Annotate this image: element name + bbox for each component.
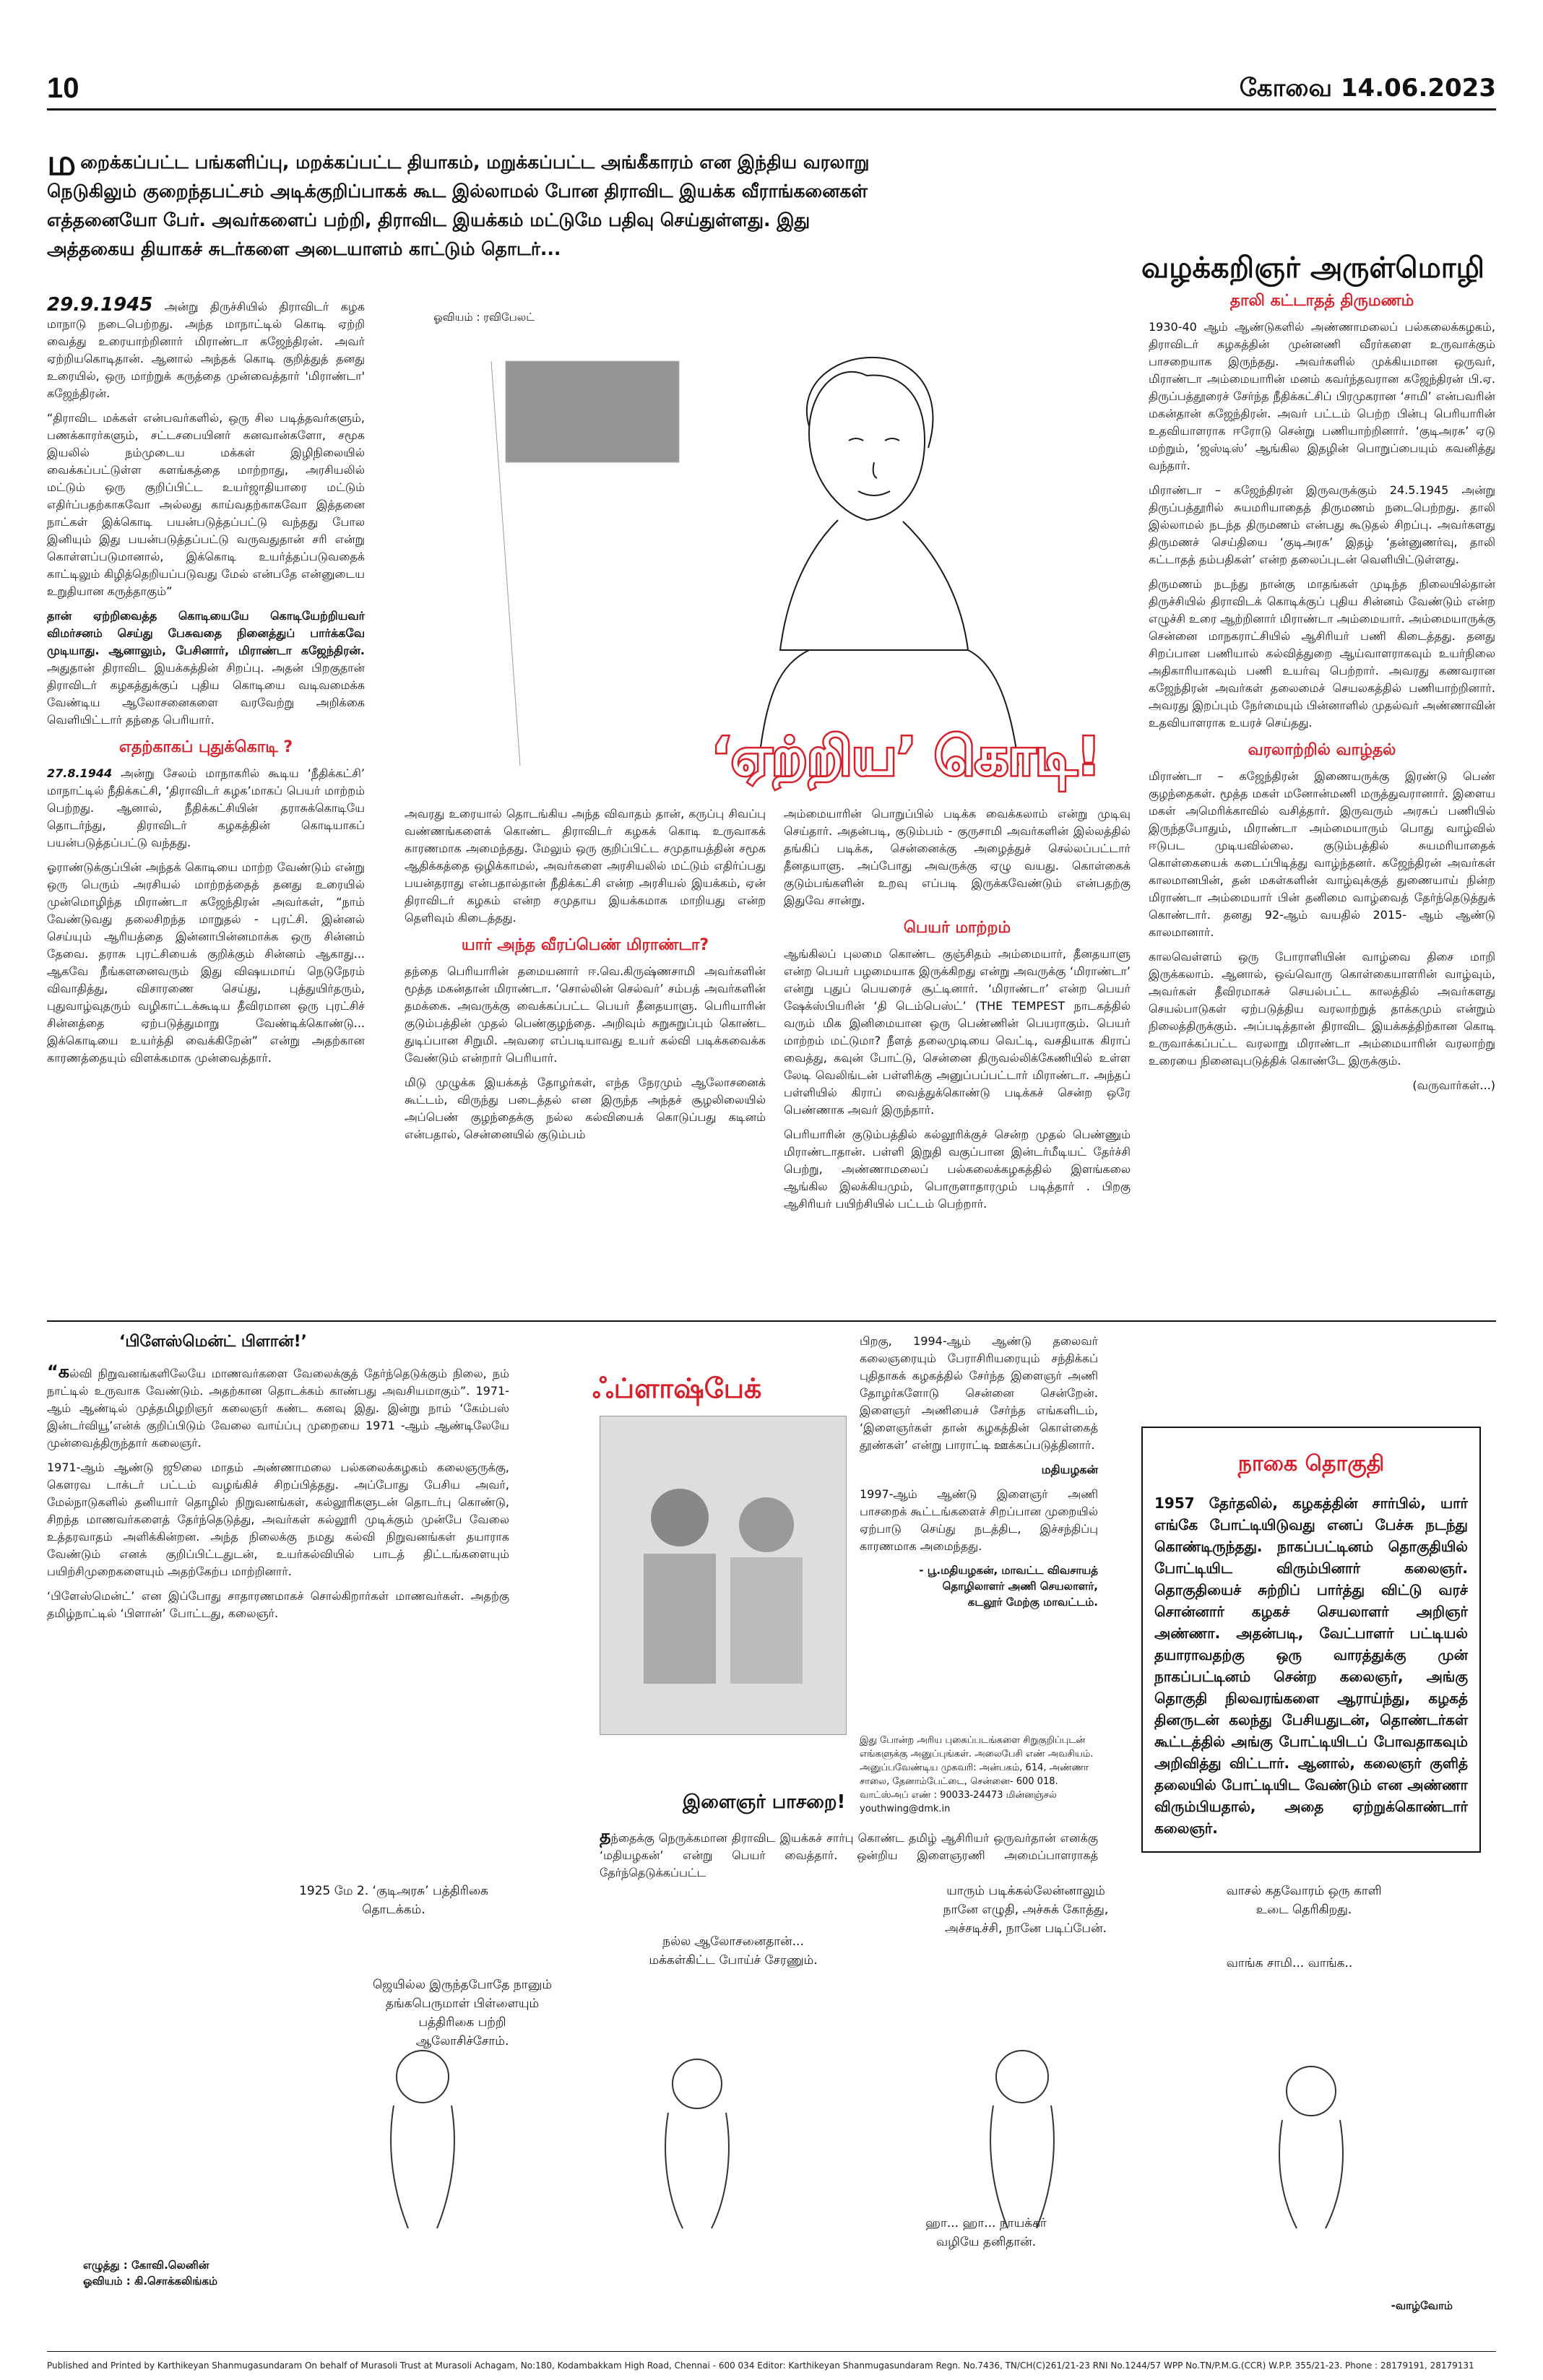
col4-p2: மிராண்டா – கஜேந்திரன் இருவருக்கும் 24.5.… [1149, 483, 1495, 566]
portrait-illustration [405, 332, 1112, 766]
comic-bubble-2: ஜெயில்ல இருந்தபோதே நானும் தங்கபெருமாள் ப… [372, 1978, 553, 2048]
flashback-caption-text: ந்தைக்கு நெருக்கமான திராவிட இயக்கச் சார்… [600, 1831, 1098, 1879]
footer-imprint: Published and Printed by Karthikeyan Sha… [47, 2360, 1474, 2371]
flashback-p2: 1997-ஆம் ஆண்டு இளைஞர் அணி பாசறைக் கூட்டங… [860, 1487, 1098, 1553]
comic-bubble-4: யாரும் படிக்கல்லேன்னாலும் நானே எழுதி, அச… [943, 1884, 1109, 1936]
art-credit: ஓவியம் : ரவிபேலட் [433, 311, 535, 324]
placement-body: “கல்வி நிறுவனங்களிலேயே மாணவர்களை வேலைக்க… [47, 1363, 509, 1622]
placement-lead: “க [47, 1362, 70, 1382]
col1-date2: 27.8.1944 [47, 766, 113, 780]
comic-strip: 1925 மே 2. ‘குடிஅரசு’ பத்திரிகை தொடக்கம்… [47, 1882, 1496, 2344]
flashback-signature-1: - பூ.மதியழகன், மாவட்ட விவசாயத் தொழிலாளர்… [919, 1564, 1098, 1593]
col3-p3: பெரியாரின் குடும்பத்தில் கல்லூரிக்குச் ச… [784, 1128, 1131, 1211]
col1-p3: தான் ஏற்றிவைத்த கொடியையே கொடியேற்றியவர் … [47, 609, 365, 657]
col1-p1: அன்று திருச்சியில் திராவிடர் கழக மாநாடு … [47, 300, 365, 400]
section-rule [47, 1320, 1496, 1322]
comic-credits: எழுத்து : கோவி.லெனின் ஓவியம் : கி.சொக்கல… [83, 2257, 217, 2289]
column-1: 29.9.1945 அன்று திருச்சியில் திராவிடர் க… [47, 294, 365, 1074]
header-rule [47, 108, 1496, 111]
flashback-note: இது போன்ற அரிய புகைப்படங்களை சிறுகுறிப்ப… [860, 1735, 1094, 1814]
col4-p3: திருமணம் நடந்து நான்கு மாதங்கள் முடிந்த … [1149, 577, 1495, 730]
comic-end-mark: -வாழ்வோம் [1391, 2299, 1453, 2312]
col2-subheading: யார் அந்த வீரப்பெண் மிராண்டா? [461, 936, 709, 954]
col4-p4: மிராண்டா – கஜேந்திரன் இணையருக்கு இரண்டு … [1149, 769, 1495, 939]
nagai-title: நாகை தொகுதி [1237, 1451, 1385, 1476]
flashback-side-name: மதியழகன் [1041, 1463, 1098, 1476]
comic-bubble-7: ஹா... ஹா... நாயக்கர் வழியே தனிதான். [925, 2216, 1047, 2249]
comic-bubble-3: நல்ல ஆலோசனைதான்... மக்கள்கிட்ட போய்ச் சே… [649, 1934, 818, 1968]
col1-p5: ஓராண்டுக்குப்பின் அந்தக் கொடியை மாற்ற வே… [47, 860, 365, 1065]
col1-p4: அன்று சேலம் மாநாகரில் கூடிய ‘நீதிக்கட்சி… [47, 766, 365, 849]
col2-p2: தந்தை பெரியாரின் தமையனார் ஈ.வெ.கிருஷ்ணசா… [405, 964, 766, 1065]
col3-p1: அம்மையாரின் பொறுப்பில் படிக்க வைக்கலாம் … [784, 807, 1131, 907]
col4-continued: (வருவார்கள்...) [1412, 1078, 1495, 1092]
flashback-p1: பிறகு, 1994-ஆம் ஆண்டு தலைவர் கலைஞரையும் … [860, 1334, 1098, 1452]
col2-p1: அவரது உரையால் தொடங்கிய அந்த விவாதம் தான்… [405, 807, 766, 925]
col3-subheading: பெயர் மாற்றம் [903, 919, 1011, 937]
comic-artist-credit: ஓவியம் : கி.சொக்கலிங்கம் [83, 2275, 218, 2288]
col1-subheading: எதற்காகப் புதுக்கொடி ? [118, 738, 293, 756]
flashback-title: ஃப்ளாஷ்பேக் [592, 1372, 762, 1404]
intro-dropcap: ம [47, 142, 77, 183]
col4-p1: 1930-40 ஆம் ஆண்டுகளில் அண்ணாமலைப் பல்கலை… [1149, 320, 1495, 472]
flashback-caption-lead: த [600, 1826, 611, 1846]
nagai-box: நாகை தொகுதி 1957 தேர்தலில், கழகத்தின் சா… [1141, 1427, 1481, 1853]
flashback-photo [600, 1416, 847, 1735]
flashback-signature-2: கடலூர் மேற்கு மாவட்டம். [967, 1596, 1098, 1609]
comic-caption-5: வாசல் கதவோரம் ஒரு காளி உடை தெரிகிறது. [1226, 1884, 1382, 1917]
placement-p1: ல்வி நிறுவனங்களிலேயே மாணவர்களை வேலைக்குத… [47, 1367, 509, 1450]
col1-date: 29.9.1945 [47, 294, 153, 316]
comic-writer-credit: எழுத்து : கோவி.லெனின் [83, 2259, 209, 2272]
flashback-caption: தந்தைக்கு நெருக்கமான திராவிட இயக்கச் சார… [600, 1827, 1098, 1889]
col3-p2: ஆங்கிலப் புலமை கொண்ட குஞ்சிதம் அம்மையார்… [784, 947, 1131, 1117]
column-2: அவரது உரையால் தொடங்கிய அந்த விவாதம் தான்… [405, 805, 766, 1151]
footer-rule [47, 2351, 1496, 2352]
intro-text: றைக்கப்பட்ட பங்களிப்பு, மறக்கப்பட்ட தியா… [47, 152, 870, 259]
col1-p2: “திராவிட மக்கள் என்பவர்களில், ஒரு சில பட… [47, 411, 365, 598]
placement-section: ‘பிளேஸ்மென்ட் பிளான்!’ “கல்வி நிறுவனங்கள… [47, 1333, 567, 1630]
column-4: தாலி கட்டாதத் திருமணம் 1930-40 ஆம் ஆண்டு… [1149, 293, 1495, 1102]
placement-p2: 1971-ஆம் ஆண்டு ஜூலை மாதம் அண்ணாமலை பல்கல… [47, 1461, 509, 1578]
comic-caption-1: 1925 மே 2. ‘குடிஅரசு’ பத்திரிகை தொடக்கம்… [299, 1884, 488, 1917]
column-3: அம்மையாரின் பொறுப்பில் படிக்க வைக்கலாம் … [784, 805, 1131, 1220]
comic-art [390, 2050, 1344, 2229]
comic-bubble-6: வாங்க சாமி... வாங்க.. [1226, 1956, 1353, 1970]
main-title: ‘ஏற்றிய’ கொடி! [709, 724, 1102, 789]
city-date: கோவை 14.06.2023 [1239, 74, 1496, 103]
col4-subheading-1: தாலி கட்டாதத் திருமணம் [1229, 292, 1414, 310]
flashback-body: பிறகு, 1994-ஆம் ஆண்டு தலைவர் கலைஞரையும் … [860, 1333, 1098, 1617]
placement-title: ‘பிளேஸ்மென்ட் பிளான்!’ [119, 1333, 307, 1351]
series-label: வழக்கறிஞர் அருள்மொழி [1141, 251, 1485, 285]
placement-p3: ‘பிளேஸ்மென்ட்’ என இப்போது சாதாரணமாகச் சொ… [47, 1589, 509, 1620]
col2-p3: மிடு முழுக்க இயக்கத் தோழர்கள், எந்த நேரம… [405, 1076, 766, 1141]
col1-p3b: அதுதான் திராவிட இயக்கத்தின் சிறப்பு. அதன… [47, 661, 365, 727]
col4-subheading-2: வரலாற்றில் வாழ்தல் [1248, 741, 1396, 759]
page-number: 10 [47, 72, 79, 104]
col4-p5: காலவெள்ளம் ஒரு போராளியின் வாழ்வை திசை மா… [1149, 950, 1495, 1068]
nagai-text: 1957 தேர்தலில், கழகத்தின் சார்பில், யார்… [1154, 1494, 1468, 1837]
flashback-caption-title: இளைஞர் பாசறை! [683, 1791, 846, 1813]
